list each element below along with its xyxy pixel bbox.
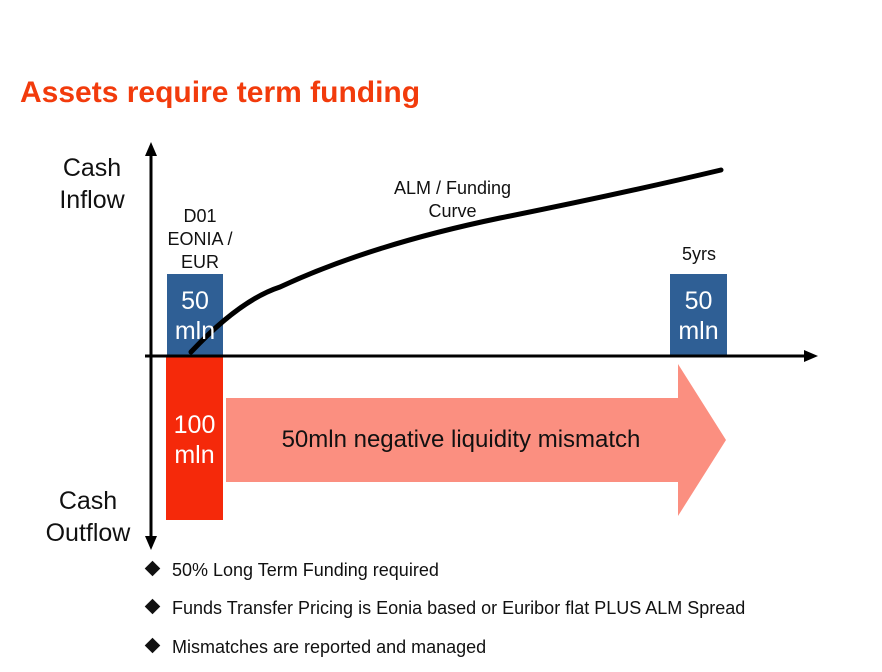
left-outflow-value: 100 [173, 411, 216, 439]
bullet-item: Funds Transfer Pricing is Eonia based or… [144, 598, 746, 619]
curve-label: ALM / Funding Curve [370, 177, 535, 223]
mismatch-arrow [226, 364, 726, 516]
left-header-line1: D01 [183, 206, 217, 226]
horizontal-axis-arrowhead [804, 350, 818, 362]
curve-label-line1: ALM / Funding [393, 178, 512, 198]
cash-outflow-line1: Cash [58, 487, 118, 515]
left-column-header: D01 EONIA / EUR [150, 205, 250, 274]
cash-outflow-line2: Outflow [45, 519, 131, 547]
bullet-text: Mismatches are reported and managed [172, 637, 487, 657]
curve-label-line2: Curve [428, 201, 477, 221]
diamond-bullet-icon [144, 560, 161, 577]
left-outflow-box [166, 356, 223, 520]
cash-inflow-label: Cash Inflow [52, 152, 132, 216]
left-inflow-unit: mln [174, 317, 216, 345]
bullet-text: 50% Long Term Funding required [172, 560, 439, 580]
left-header-line2: EONIA / [167, 229, 233, 249]
bullet-item: 50% Long Term Funding required [144, 560, 439, 581]
mismatch-label: 50mln negative liquidity mismatch [281, 426, 641, 453]
alm-funding-curve [188, 167, 724, 355]
left-outflow-box-label: 100 mln [166, 410, 223, 470]
right-inflow-unit: mln [678, 317, 719, 345]
right-inflow-value: 50 [684, 287, 713, 315]
vertical-axis-top-arrowhead [145, 142, 157, 156]
right-inflow-box-label: 50 mln [670, 286, 727, 346]
cash-outflow-label: Cash Outflow [38, 485, 138, 549]
diamond-bullet-icon [144, 598, 161, 615]
bullet-text: Funds Transfer Pricing is Eonia based or… [172, 598, 746, 618]
left-inflow-value: 50 [181, 287, 209, 315]
left-outflow-unit: mln [174, 441, 215, 469]
bullet-item: Mismatches are reported and managed [144, 637, 487, 658]
vertical-axis-bottom-arrowhead [145, 536, 157, 550]
cash-inflow-line2: Inflow [59, 186, 125, 214]
cash-inflow-line1: Cash [62, 154, 122, 182]
left-inflow-box [167, 274, 223, 356]
right-column-header: 5yrs [681, 244, 716, 264]
right-inflow-box [670, 274, 727, 356]
diamond-bullet-icon [144, 637, 161, 654]
left-inflow-box-label: 50 mln [167, 286, 223, 346]
slide-title: Assets require term funding [20, 76, 421, 109]
left-header-line3: EUR [180, 252, 219, 272]
